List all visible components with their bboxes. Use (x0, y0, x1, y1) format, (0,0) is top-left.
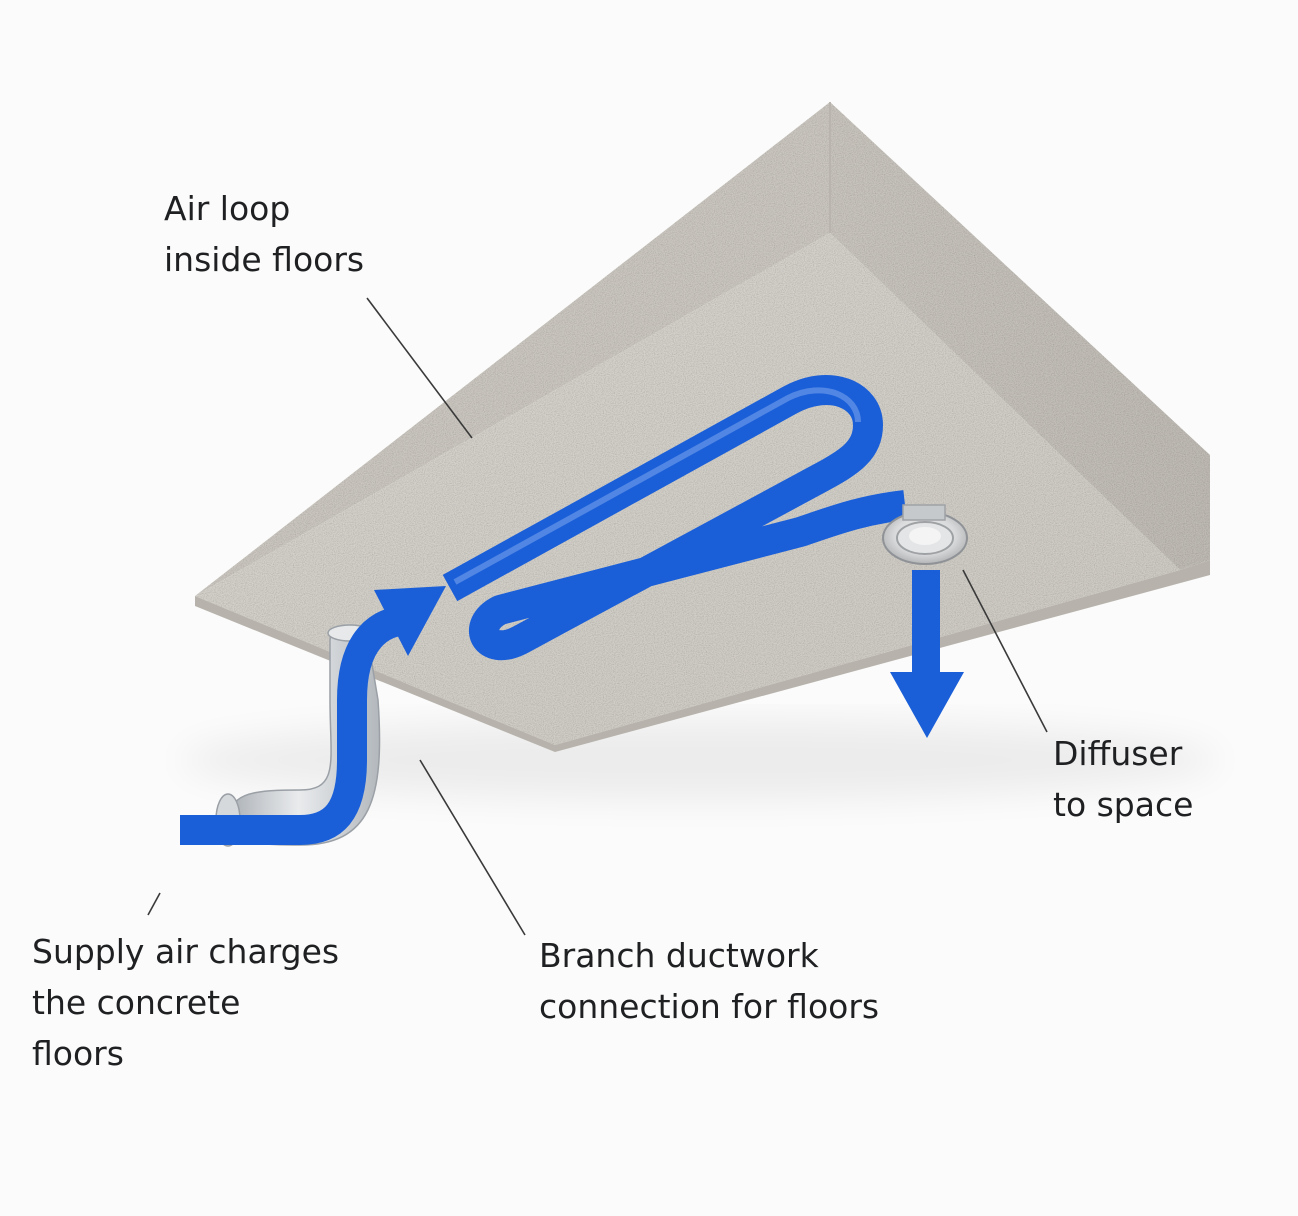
diffuser-center (909, 527, 941, 545)
label-branch-ductwork: Branch ductwork connection for floors (539, 930, 879, 1032)
label-supply-air: Supply air charges the concrete floors (32, 926, 339, 1079)
diffuser-arrow-shaft (912, 570, 940, 678)
leader-line-diffuser (962, 569, 1048, 733)
diffuser-arrow-head (890, 672, 964, 738)
label-supply-line-2: the concrete (32, 983, 241, 1022)
label-supply-line-3: floors (32, 1034, 124, 1073)
air-loop-pipe (442, 375, 907, 661)
leader-line-branch (419, 759, 526, 936)
label-supply-line-1: Supply air charges (32, 932, 340, 971)
label-branch-line-2: connection for floors (539, 987, 880, 1026)
label-diffuser-line-2: to space (1053, 785, 1194, 824)
label-diffuser-line-1: Diffuser (1053, 734, 1183, 773)
label-branch-line-1: Branch ductwork (539, 936, 819, 975)
slab-right-face (830, 102, 1210, 570)
slab-shadow (180, 720, 1220, 800)
supply-airflow-arrowhead (374, 586, 446, 656)
diffuser-neck (902, 504, 946, 521)
label-air-loop-line-2: inside floors (164, 240, 365, 279)
leader-line-supply (147, 892, 161, 916)
label-diffuser: Diffuser to space (1053, 728, 1193, 830)
label-air-loop-line-1: Air loop (164, 189, 291, 228)
label-air-loop: Air loop inside floors (164, 183, 364, 285)
leader-line-air-loop (366, 297, 473, 439)
air-loop-highlight (453, 387, 861, 585)
slab-top-face (195, 102, 830, 596)
slab-front-edge (195, 560, 1210, 752)
supply-airflow-path (180, 605, 411, 845)
